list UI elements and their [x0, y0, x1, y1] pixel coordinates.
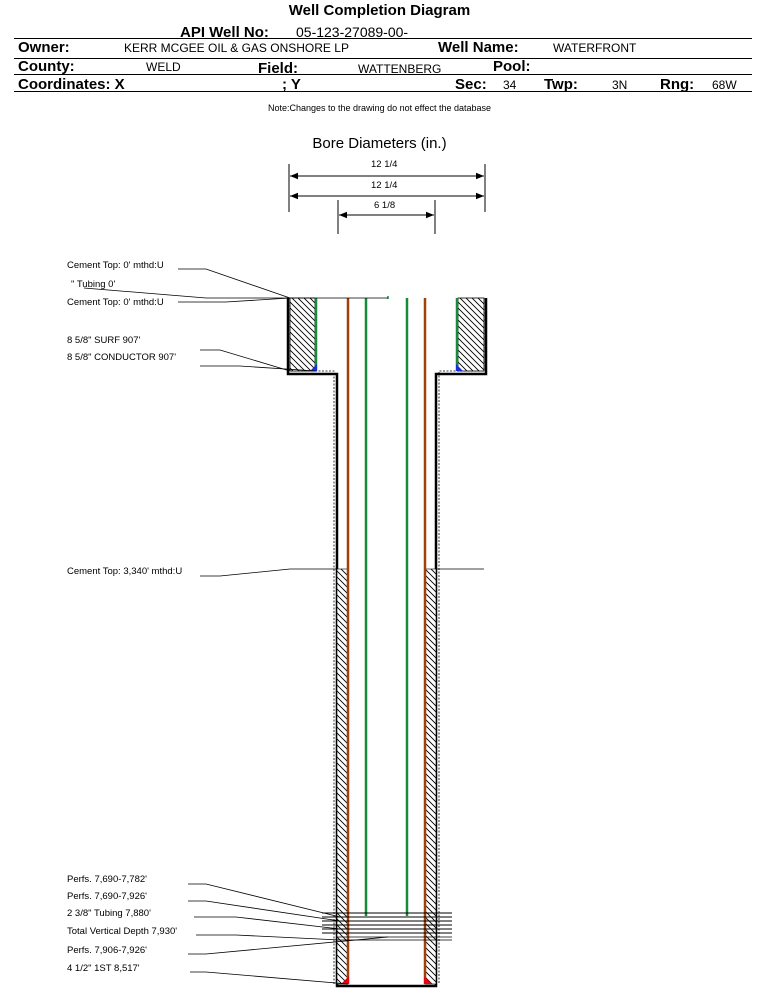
coordinates-label: Coordinates: X [18, 76, 125, 93]
twp-value: 3N [612, 78, 628, 92]
label-tubing: 2 3/8" Tubing 7,880' [67, 908, 151, 919]
surface-hole-outline [286, 298, 488, 988]
header-row-4-divider [14, 91, 752, 92]
label-perfs-1: Perfs. 7,690-7,782' [67, 874, 147, 885]
production-cement-left [336, 568, 349, 985]
well-name-value: WATERFRONT [553, 41, 637, 55]
surface-shoe-right [456, 364, 463, 371]
pool-label: Pool: [493, 58, 531, 75]
api-label: API Well No: [180, 24, 269, 41]
twp-label: Twp: [544, 76, 578, 93]
label-cement-top-1: Cement Top: 0' mthd:U [67, 260, 164, 271]
sec-label: Sec: [455, 76, 487, 93]
bore-dimensions [288, 164, 486, 234]
header-row-3-divider [14, 74, 752, 75]
owner-label: Owner: [18, 39, 70, 56]
county-label: County: [18, 58, 75, 75]
surface-cement-left [289, 297, 316, 372]
production-shoe-left [341, 976, 349, 984]
label-conductor: 8 5/8" CONDUCTOR 907' [67, 352, 177, 363]
owner-value: KERR MCGEE OIL & GAS ONSHORE LP [124, 41, 349, 55]
label-production-casing: 4 1/2" 1ST 8,517' [67, 963, 140, 974]
label-perfs-2: Perfs. 7,690-7,926' [67, 891, 147, 902]
rng-label: Rng: [660, 76, 695, 93]
label-cement-top-3: Cement Top: 3,340' mthd:U [67, 566, 183, 577]
bore-diameters-title: Bore Diameters (in.) [312, 135, 447, 152]
sec-value: 34 [503, 78, 517, 92]
leader-lines [83, 268, 484, 985]
rng-value: 68W [712, 78, 737, 92]
surface-shoe-left [310, 364, 317, 371]
label-perfs-3: Perfs. 7,906-7,926' [67, 945, 147, 956]
label-total-vertical-depth: Total Vertical Depth 7,930' [67, 926, 178, 937]
perforation-marks [322, 912, 452, 941]
bore-dim-label-3: 6 1/8 [374, 200, 396, 211]
header-row-2-divider [14, 58, 752, 59]
field-label: Field: [258, 60, 298, 77]
surface-cement-right [457, 297, 485, 372]
label-surface-casing: 8 5/8" SURF 907' [67, 335, 141, 346]
diagram-title: Well Completion Diagram [288, 2, 471, 19]
bore-dim-label-2: 12 1/4 [371, 180, 398, 191]
county-value: WELD [146, 60, 181, 74]
well-name-label: Well Name: [438, 39, 519, 56]
field-value: WATTENBERG [358, 62, 442, 76]
production-cement-right [424, 568, 437, 985]
header-row-1-divider [14, 38, 752, 39]
label-tubing-top: " Tubing 0' [71, 279, 116, 290]
coordinates-y-label: ; Y [282, 76, 301, 93]
production-shoe-right [424, 976, 432, 984]
api-value: 05-123-27089-00- [296, 24, 409, 40]
bore-dim-label-1: 12 1/4 [371, 159, 398, 170]
database-note: Note:Changes to the drawing do not effec… [268, 103, 491, 113]
label-cement-top-2: Cement Top: 0' mthd:U [67, 297, 164, 308]
